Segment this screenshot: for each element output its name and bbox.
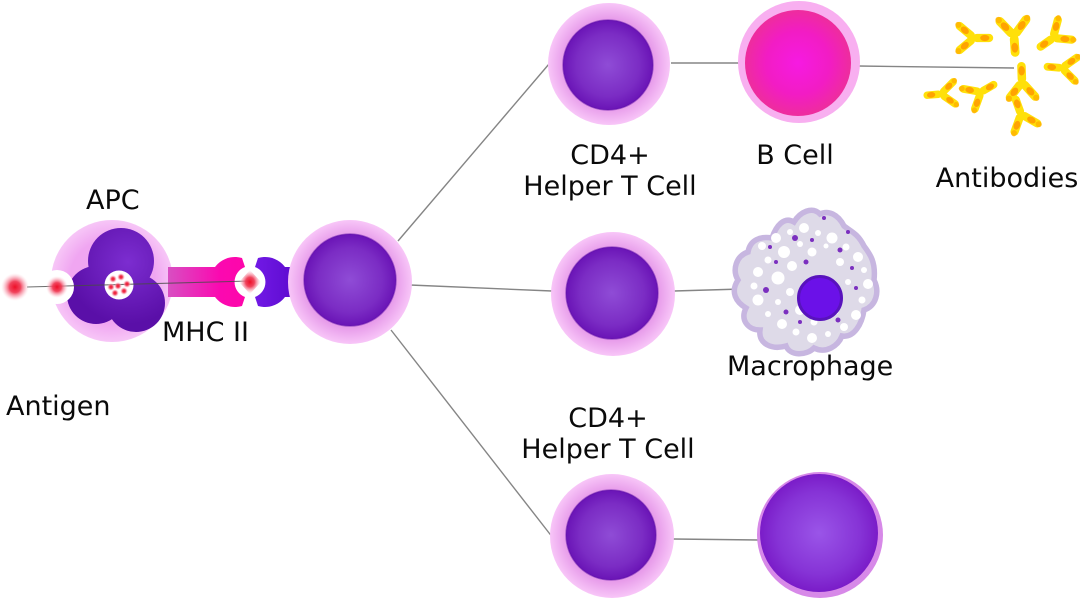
antigen-peptide-diamond: [239, 270, 261, 294]
vacuole-antigen-dots: [107, 273, 131, 297]
label-apc: APC: [86, 185, 140, 216]
branch-line-top: [397, 63, 550, 242]
helper-t-cell-center: [288, 220, 412, 344]
label-antibodies: Antibodies: [935, 163, 1079, 194]
macrophage-granules: [763, 216, 858, 324]
macrophage-nucleus: [797, 275, 843, 321]
label-antigen: Antigen: [6, 391, 111, 422]
antigen-dot: [1, 273, 29, 301]
line-tcell-to-activated: [672, 538, 760, 541]
label-mhc-ii: MHC II: [162, 317, 249, 348]
cd4-helper-t-cell-top: [548, 3, 670, 125]
branch-line-middle: [409, 284, 553, 292]
apc-nucleus: [67, 228, 165, 332]
label-macrophage: Macrophage: [727, 351, 894, 382]
macrophage-vacuoles: [750, 223, 873, 343]
label-cd4-bottom-line2: Helper T Cell: [521, 434, 695, 465]
antibody-icon: [1042, 48, 1080, 88]
antibody-icon: [953, 19, 994, 57]
b-cell: [738, 1, 860, 123]
line-tcell-to-macrophage: [673, 288, 743, 292]
label-cd4-top-line2: Helper T Cell: [523, 171, 697, 202]
antibody-icon: [922, 75, 962, 113]
engulfed-antigen-dot: [46, 276, 68, 298]
antibody-icon: [955, 67, 1006, 118]
branch-line-bottom: [390, 329, 554, 539]
antibodies-cluster: [922, 11, 1080, 140]
macrophage-cell: [731, 207, 880, 357]
cd4-helper-t-cell-bottom: [550, 474, 674, 598]
activated-t-cell: [757, 472, 883, 598]
label-cd4-bottom-line1: CD4+: [568, 403, 648, 434]
line-bcell-to-antibodies: [857, 65, 1015, 69]
connector-lines: [390, 62, 1015, 541]
antibody-icon: [1026, 11, 1080, 64]
label-cd4-helper-t-cell-top: CD4+ Helper T Cell: [500, 140, 720, 202]
label-cd4-helper-t-cell-bottom: CD4+ Helper T Cell: [498, 403, 718, 465]
antibody-icon: [992, 12, 1036, 59]
label-cd4-top-line1: CD4+: [570, 140, 650, 171]
label-b-cell: B Cell: [756, 140, 834, 171]
helper-t-cell-middle: [551, 232, 675, 356]
antigen-particles: [1, 270, 261, 301]
